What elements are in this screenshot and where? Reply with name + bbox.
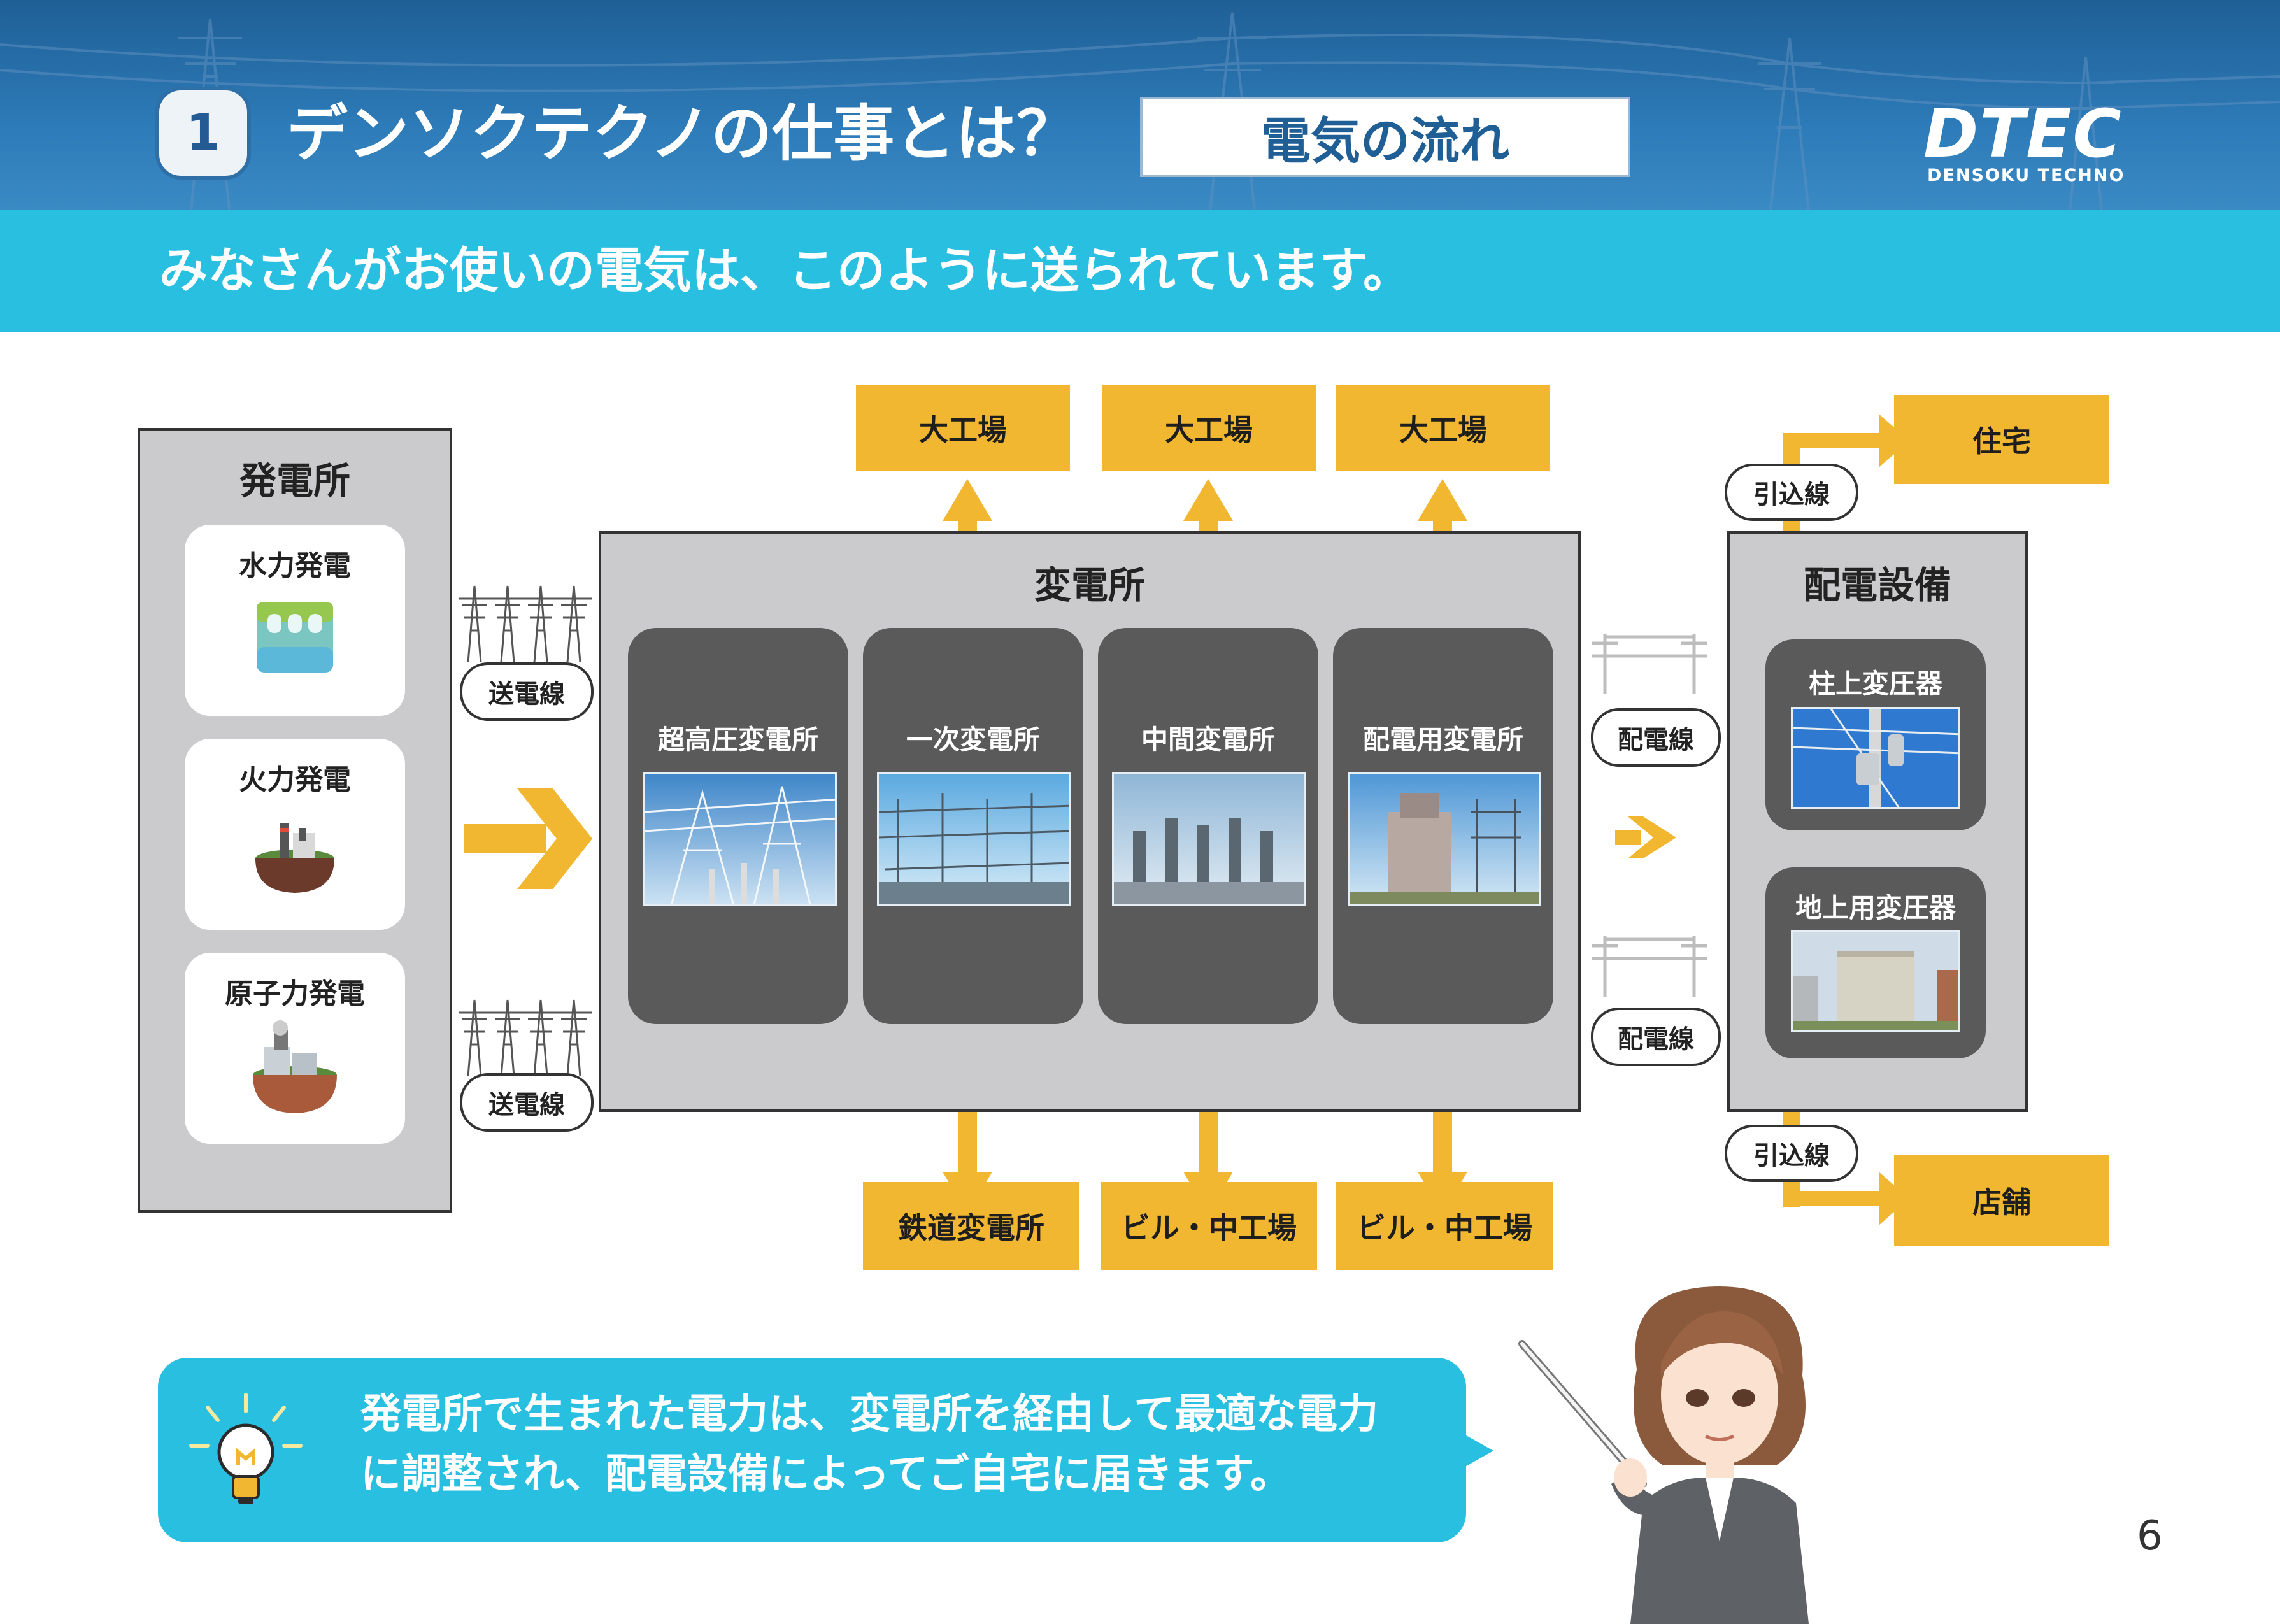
arrow-shaft xyxy=(464,824,546,853)
page-title: デンソクテクノの仕事とは？ xyxy=(287,98,1078,169)
page-number: 6 xyxy=(2137,1513,2163,1560)
ultra-high-voltage-substation-photo xyxy=(643,772,837,906)
distribution-line-label-bottom: 配電線 xyxy=(1591,1008,1721,1066)
stage-label: 一次変電所 xyxy=(906,724,1040,755)
distribution-line-label-top: 配電線 xyxy=(1591,708,1721,767)
power-tower-background xyxy=(0,12,2280,210)
transmission-line-label-bottom: 送電線 xyxy=(460,1073,594,1132)
intermediate-substation-photo xyxy=(1112,772,1306,906)
stage-label: 超高圧変電所 xyxy=(657,724,818,755)
substation-title: 変電所 xyxy=(1034,564,1145,607)
distribution-substation-photo xyxy=(1348,772,1541,906)
distribution-title: 配電設備 xyxy=(1803,564,1951,607)
ground-transformer-label: 地上用変圧器 xyxy=(1795,892,1956,923)
destination-house: 住宅 xyxy=(1894,395,2109,484)
stage-label: 中間変電所 xyxy=(1141,724,1275,755)
primary-substation-photo xyxy=(877,772,1071,906)
ground-transformer-photo xyxy=(1791,930,1960,1032)
explanation-line-2: に調整され、配電設備によってご自宅に届きます。 xyxy=(360,1451,1292,1498)
output-large-factory: 大工場 xyxy=(856,385,1070,471)
company-logo: DTEC DENSOKU TECHNO xyxy=(1923,95,2140,185)
output-building-factory: ビル・中工場 xyxy=(1336,1182,1553,1270)
explanation-bubble xyxy=(158,1358,1466,1542)
output-railway-substation: 鉄道変電所 xyxy=(863,1182,1079,1270)
stage-label: 配電用変電所 xyxy=(1362,724,1523,755)
section-number-badge: 1 xyxy=(155,87,251,180)
service-drop-label-bottom: 引込線 xyxy=(1725,1125,1858,1182)
output-large-factory: 大工場 xyxy=(1102,385,1316,471)
service-drop-label-top: 引込線 xyxy=(1725,464,1858,521)
arrow-head xyxy=(517,788,592,889)
transmission-tower-icon xyxy=(459,999,592,1077)
transmission-line-label-top: 送電線 xyxy=(460,662,594,721)
nuclear-plant-icon xyxy=(253,1020,337,1113)
hydro-card: 水力発電 xyxy=(185,525,405,716)
transmission-tower-icon xyxy=(459,585,592,663)
explanation-line-1: 発電所で生まれた電力は、変電所を経由して最適な電力 xyxy=(360,1391,1379,1438)
thermal-plant-icon xyxy=(255,823,334,893)
subtitle-banner xyxy=(0,210,2280,332)
subtitle-text: みなさんがお使いの電気は、このように送られています。 xyxy=(159,242,1412,299)
topic-label: 電気の流れ xyxy=(1140,97,1630,177)
bubble-tail xyxy=(1462,1433,1493,1469)
output-large-factory: 大工場 xyxy=(1336,385,1550,471)
logo-mark: DTEC xyxy=(1923,95,2123,173)
presenter-character-illustration xyxy=(1518,1286,1809,1624)
thermal-card: 火力発電 xyxy=(185,739,405,930)
output-building-factory: ビル・中工場 xyxy=(1101,1182,1317,1270)
power-plant-title: 発電所 xyxy=(239,459,350,502)
nuclear-card: 原子力発電 xyxy=(185,953,405,1144)
lightbulb-icon xyxy=(189,1393,303,1504)
nuclear-label: 原子力発電 xyxy=(225,978,365,1010)
utility-pole-icon xyxy=(1592,634,1707,997)
hydro-dam-icon xyxy=(257,602,333,673)
thermal-label: 火力発電 xyxy=(239,764,351,796)
logo-subtext: DENSOKU TECHNO xyxy=(1927,166,2125,185)
hydro-label: 水力発電 xyxy=(239,550,351,582)
pole-transformer-label: 柱上変圧器 xyxy=(1808,668,1942,699)
pole-transformer-photo xyxy=(1791,707,1960,809)
destination-shop: 店舗 xyxy=(1894,1155,2109,1246)
